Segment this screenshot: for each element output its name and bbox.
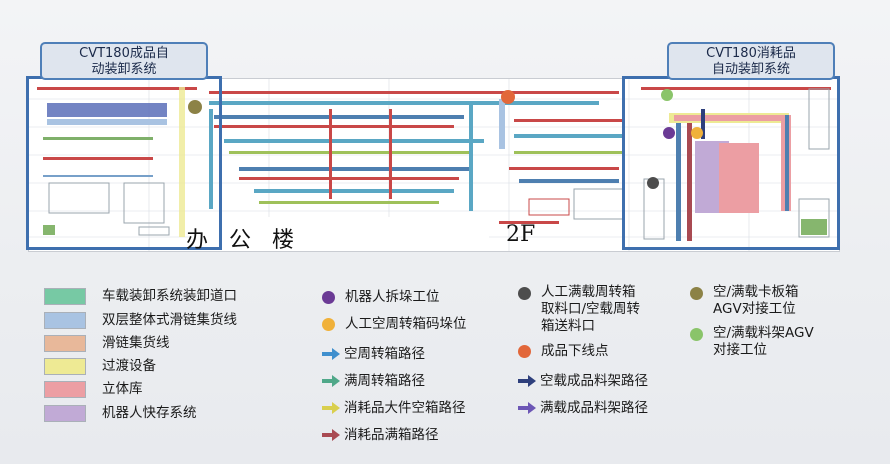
legend-label: 空载成品料架路径 [540,372,648,389]
dot-dark-gray [518,287,531,300]
legend-label: 空周转箱路径 [344,345,425,362]
swatch-green [44,287,86,305]
arrow-right-icon [518,375,536,387]
legend-path-empty-tote: 空周转箱路径 [322,344,425,364]
arrow-right-icon [322,402,340,414]
swatch-yellow [44,357,86,375]
legend-label: 机器人拆垛工位 [345,288,440,305]
legend-label: 人工满载周转箱 取料口/空载周转 箱送料口 [541,284,641,334]
swatch-pink [44,380,86,398]
legend-label: 满周转箱路径 [344,372,425,389]
arrow-right-icon [322,375,340,387]
legend-path-full-rack: 满载成品料架路径 [518,398,648,418]
right-zone-outline [622,76,840,250]
swatch-purple [44,404,86,422]
legend-label: 空/满载卡板箱 AGV对接工位 [713,284,799,317]
legend-label: 消耗品大件空箱路径 [344,399,466,416]
dot-orange [518,344,531,358]
legend-label: 滑链集货线 [102,334,170,351]
swatch-blue [44,311,86,329]
right-zone-label: CVT180消耗品 自动装卸系统 [667,42,835,80]
legend-point-manual-empty-stack: 人工空周转箱码垛位 [322,314,467,334]
legend-point-pallet-agv: 空/满载卡板箱 AGV对接工位 [690,284,799,318]
legend-area-robot-storage: 机器人快存系统 [44,403,197,423]
legend-point-manual-full-tote: 人工满载周转箱 取料口/空载周转 箱送料口 [518,284,640,335]
left-zone-label: CVT180成品自 动装卸系统 [40,42,208,80]
legend-label: 过渡设备 [102,357,156,374]
legend-area-loading-dock: 车载装卸系统装卸道口 [44,286,237,306]
arrow-right-icon [322,348,340,360]
legend-label: 空/满载料架AGV 对接工位 [713,325,814,358]
dot-purple [322,290,335,304]
floor-label: 2F [506,222,536,247]
floor-plan [28,78,840,252]
office-building-label: 办 公 楼 [186,228,294,253]
legend-area-transition: 过渡设备 [44,356,156,376]
arrow-right-icon [518,402,536,414]
dot-olive [690,287,703,300]
dot-yellow [322,317,335,331]
legend-path-empty-rack: 空载成品料架路径 [518,371,648,391]
legend-label: 机器人快存系统 [102,404,197,421]
legend-point-rack-agv: 空/满载料架AGV 对接工位 [690,325,814,359]
swatch-orange [44,334,86,352]
legend-area-warehouse: 立体库 [44,379,143,399]
legend-label: 双层整体式滑链集货线 [102,311,237,328]
legend-path-full-consumable: 消耗品满箱路径 [322,425,439,445]
legend-label: 成品下线点 [541,342,609,359]
legend-label: 消耗品满箱路径 [344,426,439,443]
legend-path-full-tote: 满周转箱路径 [322,371,425,391]
legend-path-large-empty: 消耗品大件空箱路径 [322,398,466,418]
legend-point-finished-offline: 成品下线点 [518,341,609,361]
floor-plan-drawing [29,79,839,251]
legend-label: 满载成品料架路径 [540,399,648,416]
legend-area-double-chain-line: 双层整体式滑链集货线 [44,310,237,330]
arrow-right-icon [322,429,340,441]
dot-light-green [690,328,703,341]
legend-area-chain-line: 滑链集货线 [44,333,170,353]
legend-label: 人工空周转箱码垛位 [345,315,467,332]
plan-markers [188,89,703,189]
legend-label: 立体库 [102,380,143,397]
legend-label: 车载装卸系统装卸道口 [102,287,237,304]
legend-point-robot-depalletize: 机器人拆垛工位 [322,287,440,307]
